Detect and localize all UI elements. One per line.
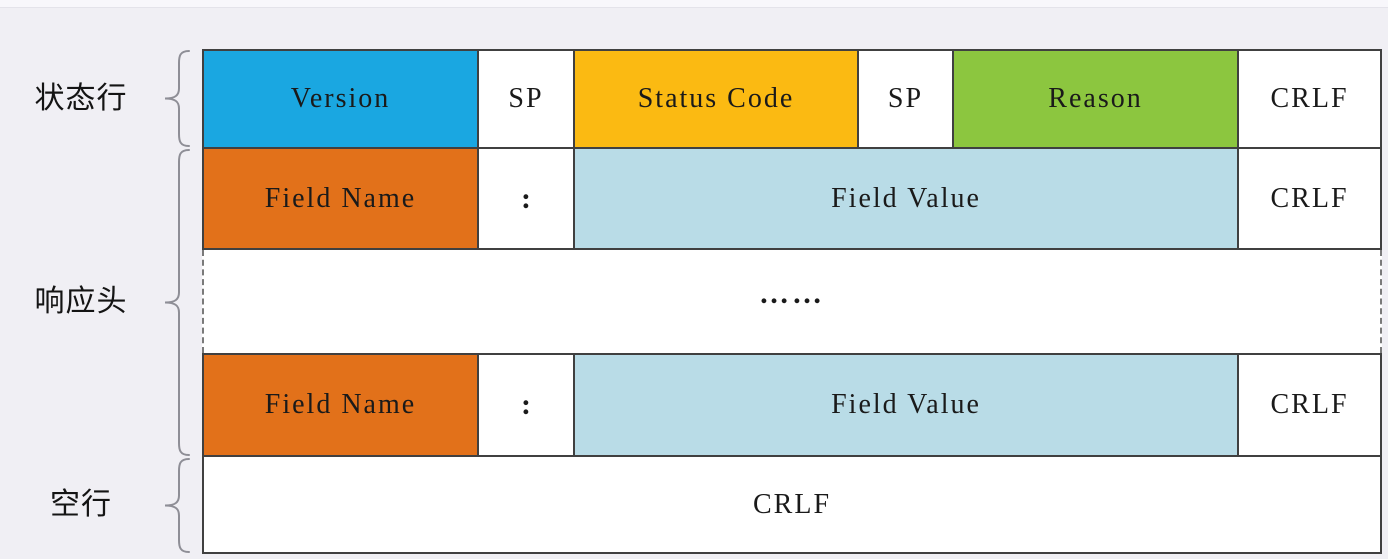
- http-response-structure-diagram: Version SP Status Code SP Reason CRLF Fi…: [202, 49, 1382, 554]
- cell-version: Version: [202, 49, 477, 149]
- cell-crlf: CRLF: [1237, 353, 1382, 457]
- ellipsis-text: ……: [759, 276, 825, 310]
- cell-reason: Reason: [952, 49, 1237, 149]
- cell-field-name: Field Name: [202, 353, 477, 457]
- cell-colon: :: [477, 353, 573, 457]
- cell-crlf: CRLF: [1237, 49, 1382, 149]
- brace-status-line-icon: [164, 50, 190, 147]
- cell-field-value: Field Value: [573, 353, 1237, 457]
- more-headers-row: ……: [202, 250, 1382, 353]
- label-blank-line: 空行: [50, 488, 112, 521]
- cell-sp-1: SP: [477, 49, 573, 149]
- header-field-row: Field Name : Field Value CRLF: [202, 149, 1382, 250]
- label-response-headers: 响应头: [34, 285, 128, 318]
- cell-colon: :: [477, 149, 573, 250]
- brace-blank-line-icon: [164, 458, 190, 553]
- cell-status-code: Status Code: [573, 49, 857, 149]
- label-status-line: 状态行: [34, 82, 128, 115]
- background-top-strip: [0, 0, 1388, 8]
- brace-response-headers-icon: [164, 149, 190, 456]
- cell-field-value: Field Value: [573, 149, 1237, 250]
- blank-line-row: CRLF: [202, 457, 1382, 554]
- cell-sp-2: SP: [857, 49, 952, 149]
- header-field-row: Field Name : Field Value CRLF: [202, 353, 1382, 457]
- cell-field-name: Field Name: [202, 149, 477, 250]
- status-line-row: Version SP Status Code SP Reason CRLF: [202, 49, 1382, 149]
- cell-crlf-blank-line: CRLF: [202, 457, 1382, 554]
- cell-crlf: CRLF: [1237, 149, 1382, 250]
